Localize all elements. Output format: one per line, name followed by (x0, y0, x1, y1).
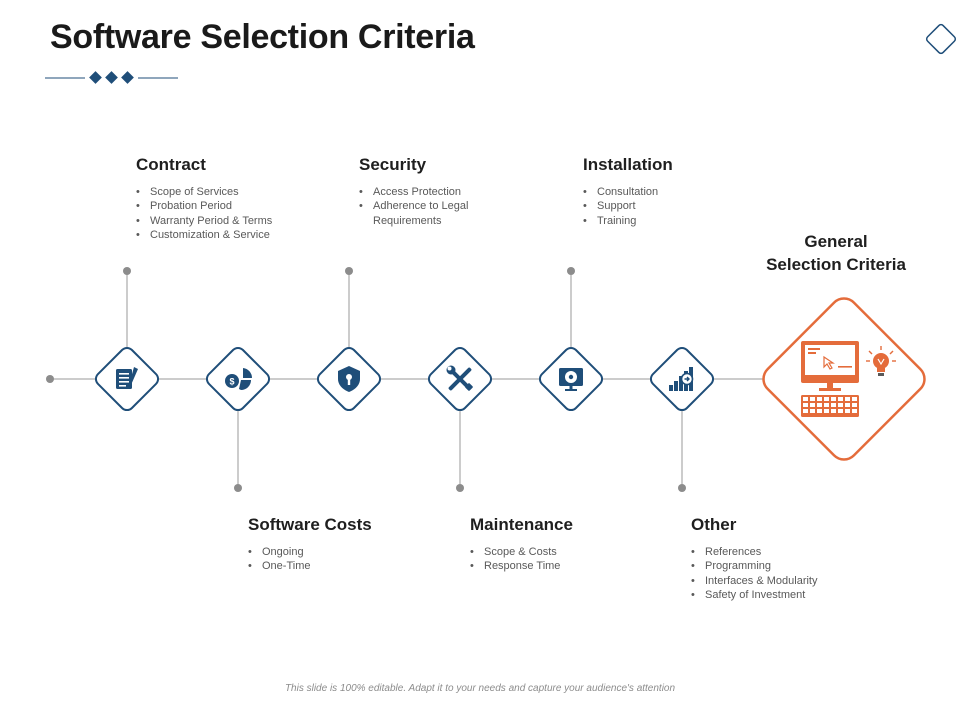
node-contract (94, 346, 160, 412)
criteria-list: Ongoing One-Time (248, 545, 428, 574)
criteria-installation: Installation Consultation Support Traini… (583, 155, 743, 228)
criteria-list: Access Protection Adherence to Legal Req… (359, 185, 489, 228)
connector-software-costs (234, 411, 242, 492)
wrench-screwdriver-icon (446, 365, 473, 391)
list-item: Consultation (583, 185, 743, 200)
connector-contract (123, 267, 131, 347)
title-ornament (45, 71, 178, 84)
list-item: Support (583, 199, 743, 214)
connector-maintenance (456, 411, 464, 492)
criteria-maintenance: Maintenance Scope & Costs Response Time (470, 515, 650, 574)
list-item: Probation Period (136, 199, 336, 214)
footer-note: This slide is 100% editable. Adapt it to… (284, 683, 676, 694)
bar-chart-arrow-icon (669, 367, 694, 391)
document-pen-icon (116, 367, 138, 389)
connector-other (678, 411, 686, 492)
criteria-list: Scope & Costs Response Time (470, 545, 650, 574)
list-item: Training (583, 214, 743, 229)
list-item: One-Time (248, 559, 428, 574)
list-item: Response Time (470, 559, 650, 574)
corner-diamond-icon (925, 23, 957, 55)
criteria-other: Other References Programming Interfaces … (691, 515, 891, 602)
timeline-start-dot (46, 375, 54, 383)
criteria-list: Scope of Services Probation Period Warra… (136, 185, 336, 242)
criteria-software-costs: Software Costs Ongoing One-Time (248, 515, 428, 574)
list-item: Safety of Investment (691, 588, 891, 603)
list-item: Adherence to Legal Requirements (359, 199, 489, 228)
svg-text:$: $ (229, 377, 234, 387)
general-title-line1: General (804, 232, 868, 251)
list-item: Ongoing (248, 545, 428, 560)
node-security (316, 346, 382, 412)
list-item: Access Protection (359, 185, 489, 200)
node-other (649, 346, 715, 412)
shield-lock-icon (338, 366, 360, 392)
computer-lightbulb-icon (801, 341, 896, 417)
criteria-heading: Other (691, 515, 737, 534)
node-installation (538, 346, 604, 412)
node-general (762, 297, 926, 461)
criteria-heading: Software Costs (248, 515, 372, 534)
monitor-disc-icon (559, 368, 583, 391)
page-title: Software Selection Criteria (50, 18, 475, 56)
list-item: Programming (691, 559, 891, 574)
connector-installation (567, 267, 575, 347)
dollar-pie-chart-icon: $ (225, 368, 253, 390)
list-item: Warranty Period & Terms (136, 214, 336, 229)
criteria-heading: Security (359, 155, 427, 174)
criteria-list: Consultation Support Training (583, 185, 743, 228)
criteria-security: Security Access Protection Adherence to … (359, 155, 489, 228)
general-criteria-title: General Selection Criteria (756, 230, 916, 276)
list-item: Scope of Services (136, 185, 336, 200)
criteria-heading: Contract (136, 155, 206, 174)
node-maintenance (427, 346, 493, 412)
criteria-heading: Maintenance (470, 515, 573, 534)
list-item: References (691, 545, 891, 560)
criteria-list: References Programming Interfaces & Modu… (691, 545, 891, 602)
list-item: Interfaces & Modularity (691, 574, 891, 589)
node-software-costs: $ (205, 346, 271, 412)
general-title-line2: Selection Criteria (766, 255, 906, 274)
criteria-heading: Installation (583, 155, 673, 174)
criteria-contract: Contract Scope of Services Probation Per… (136, 155, 336, 242)
list-item: Scope & Costs (470, 545, 650, 560)
list-item: Customization & Service (136, 228, 336, 243)
connector-security (345, 267, 353, 347)
